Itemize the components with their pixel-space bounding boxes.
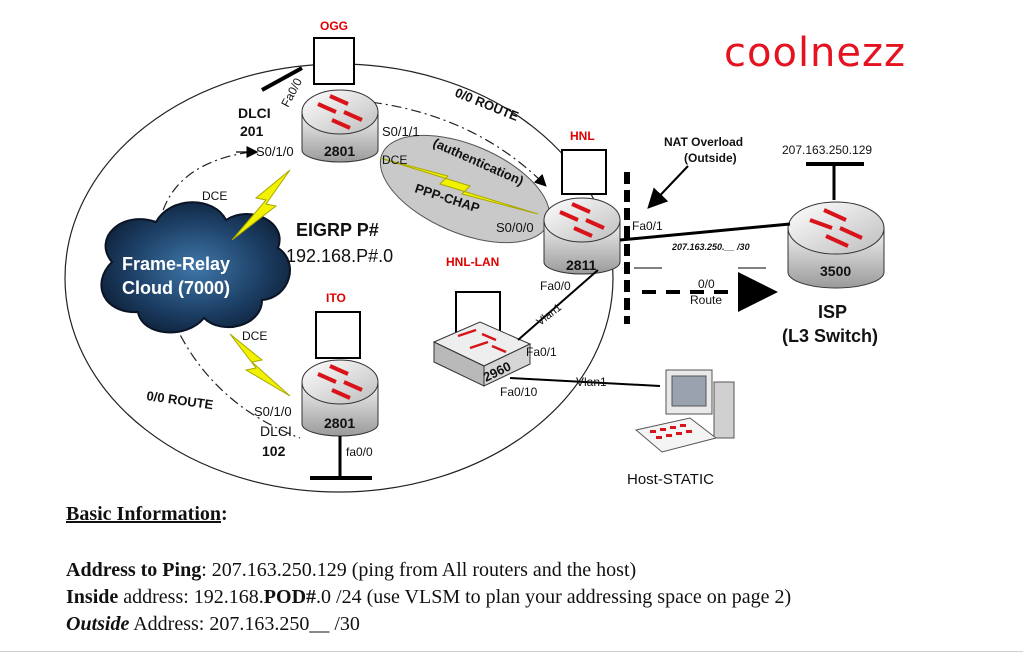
info-ping-line: Address to Ping: 207.163.250.129 (ping f… <box>66 559 636 582</box>
label-cloud-line1: Frame-Relay <box>122 254 230 274</box>
router-hnl[interactable] <box>543 149 621 275</box>
lightning-ogg-cloud <box>231 169 291 241</box>
info-inside-label: Inside <box>66 586 119 608</box>
label-host: Host-STATIC <box>627 471 714 488</box>
router-ito[interactable] <box>301 311 379 480</box>
label-fa00-ito: fa0/0 <box>346 445 373 459</box>
label-nat-line2: (Outside) <box>684 151 737 165</box>
label-s010-ogg: S0/1/0 <box>256 144 294 159</box>
label-s000-hnl: S0/0/0 <box>496 220 534 235</box>
route-arc-top <box>351 99 547 187</box>
label-fa010-sw: Fa0/10 <box>500 385 538 399</box>
label-route-top: 0/0 ROUTE <box>453 85 521 124</box>
label-dlci-top-num: 201 <box>240 123 264 139</box>
label-vlan1-up: Vlan1 <box>534 302 564 329</box>
info-inside-rest: .0 /24 (use VLSM to plan your addressing… <box>316 586 792 608</box>
link-hnl-switch <box>517 269 599 341</box>
label-isp-line1: ISP <box>818 302 847 322</box>
info-outside-line: Outside Address: 207.163.250__ /30 <box>66 613 360 636</box>
info-inside-text: address: 192.168. <box>118 586 264 608</box>
label-fa01-hnl: Fa0/1 <box>632 219 663 233</box>
info-outside-text: Address: 207.163.250__ /30 <box>129 613 360 635</box>
label-route-right-1: 0/0 <box>698 277 715 291</box>
info-inside-pod: POD# <box>263 586 317 608</box>
label-isp-ip: 207.163.250.129 <box>782 143 872 157</box>
info-heading-text: Basic Information <box>66 503 221 525</box>
label-isp-model: 3500 <box>820 263 851 279</box>
label-dlci-top: DLCI <box>238 105 271 121</box>
label-vlan1-host: Vlan1 <box>576 375 607 389</box>
frame-relay-cloud <box>100 201 291 334</box>
label-dlci-bottom: DLCI <box>260 423 292 439</box>
host-pc-icon[interactable] <box>634 369 735 453</box>
label-eigrp-net: 192.168.P#.0 <box>286 246 393 266</box>
bottom-divider <box>0 651 1023 652</box>
label-dce-cloud-bottom: DCE <box>242 329 267 343</box>
label-ogg: OGG <box>320 19 348 33</box>
info-heading-colon: : <box>221 503 228 525</box>
lightning-cloud-ito <box>229 333 291 397</box>
label-cloud-line2: Cloud (7000) <box>122 278 230 298</box>
router-arrows-icon <box>317 94 363 130</box>
info-inside-line: Inside address: 192.168.POD#.0 /24 (use … <box>66 586 791 609</box>
info-ping-label: Address to Ping <box>66 559 202 581</box>
label-ito-model: 2801 <box>324 415 355 431</box>
label-dce-link: DCE <box>382 153 407 167</box>
lightning-ogg-hnl <box>379 157 539 215</box>
label-outside-ip: 207.163.250.__ /30 <box>671 242 750 252</box>
label-fa01-sw: Fa0/1 <box>526 345 557 359</box>
label-isp-line2: (L3 Switch) <box>782 326 878 346</box>
label-hnl: HNL <box>570 129 595 143</box>
router-isp[interactable] <box>787 162 885 289</box>
info-heading: Basic Information: <box>66 503 228 526</box>
label-eigrp-title: EIGRP P# <box>296 220 379 240</box>
label-dlci-bottom-num: 102 <box>262 443 286 459</box>
label-s011-ogg: S0/1/1 <box>382 124 420 139</box>
label-fa00-hnl: Fa0/0 <box>540 279 571 293</box>
link-hnl-isp <box>619 222 791 242</box>
brand-watermark: coolnezz <box>724 30 907 76</box>
label-route-right-2: Route <box>690 293 722 307</box>
link-switch-host <box>509 377 661 387</box>
label-hnl-model: 2811 <box>566 257 597 273</box>
router-ogg[interactable] <box>261 37 379 163</box>
label-route-bottom: 0/0 ROUTE <box>146 388 215 412</box>
label-s010-ito: S0/1/0 <box>254 404 292 419</box>
label-ogg-model: 2801 <box>324 143 355 159</box>
info-ping-value: : 207.163.250.129 (ping from All routers… <box>201 559 637 581</box>
nat-arrow <box>647 165 689 209</box>
info-outside-label: Outside <box>66 613 130 635</box>
label-nat-line1: NAT Overload <box>664 135 743 149</box>
switch-2960[interactable] <box>432 291 532 387</box>
label-hnl-lan: HNL-LAN <box>446 255 499 269</box>
label-dce-cloud-top: DCE <box>202 189 227 203</box>
label-ito: ITO <box>326 291 346 305</box>
